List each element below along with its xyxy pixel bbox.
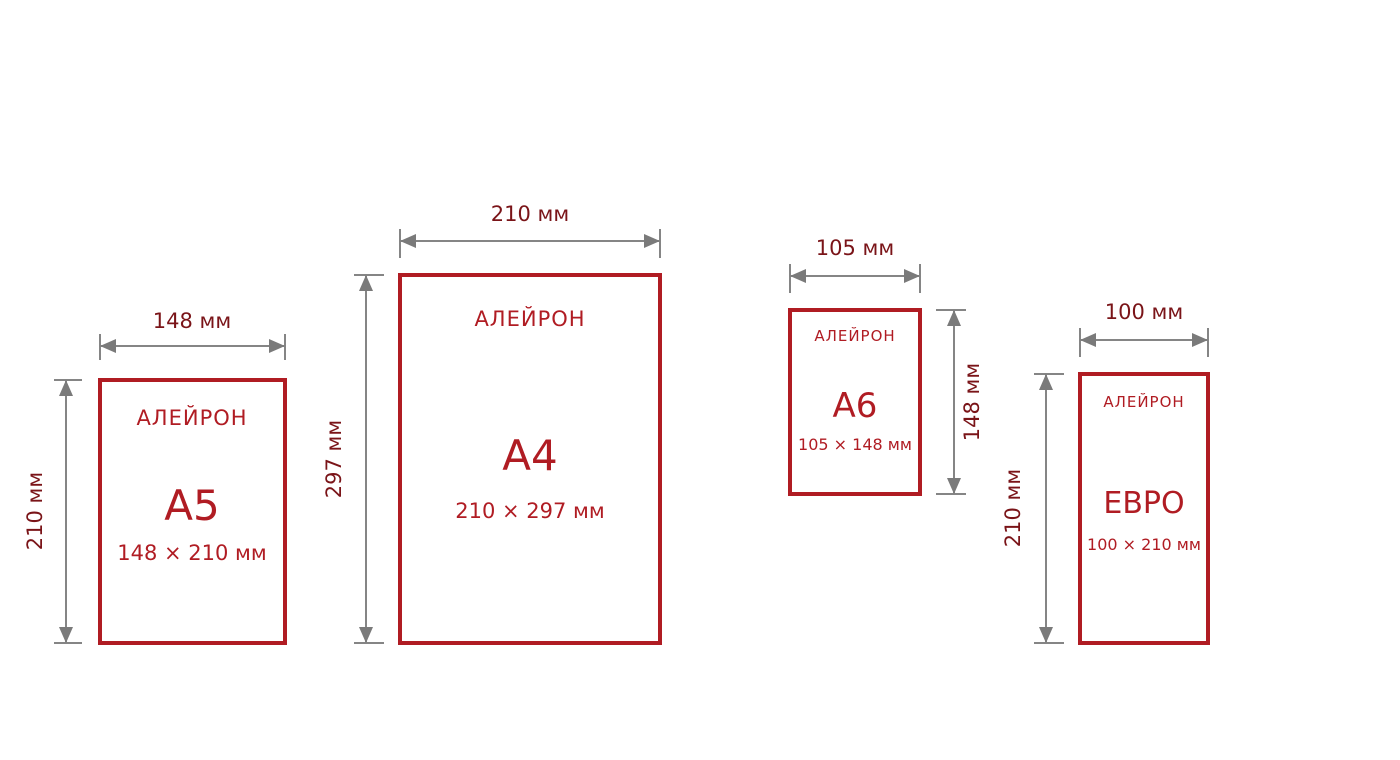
height-dimension-a4: 297 мм [322,274,384,644]
arrow-up-icon [359,275,373,291]
brand-label: АЛЕЙРОН [136,405,247,430]
width-label: 210 мм [491,202,569,226]
sheet-a4 [398,273,662,645]
arrow-left-icon [790,269,806,283]
arrow-right-icon [644,234,660,248]
arrow-up-icon [59,380,73,396]
size-label: 105 × 148 мм [798,435,912,454]
arrow-up-icon [947,310,961,326]
sheet-a5 [98,378,287,645]
width-label: 105 мм [816,236,894,260]
width-dimension-a4: 210 мм [399,202,661,258]
width-label: 100 мм [1105,300,1183,324]
format-label: ЕВРО [1103,486,1184,521]
arrow-down-icon [359,627,373,643]
sheet-a6 [788,308,922,496]
size-label: 210 × 297 мм [455,499,604,523]
arrow-right-icon [269,339,285,353]
arrow-up-icon [1039,374,1053,390]
arrow-left-icon [400,234,416,248]
brand-label: АЛЕЙРОН [474,306,585,331]
arrow-left-icon [1080,333,1096,347]
height-label: 297 мм [322,420,346,498]
width-dimension-a6: 105 мм [789,236,921,293]
arrow-down-icon [947,478,961,494]
arrow-left-icon [100,339,116,353]
height-dimension-euro: 210 мм [1001,373,1064,644]
arrow-right-icon [904,269,920,283]
height-dimension-a5: 210 мм [23,379,82,644]
arrow-down-icon [59,627,73,643]
size-label: 148 × 210 мм [117,541,266,565]
width-dimension-euro: 100 мм [1079,300,1209,357]
sheet-group-a6: 105 мм 148 мм АЛЕЙРОН А6 105 × 148 мм [788,236,984,496]
height-label: 148 мм [960,363,984,441]
sheet-group-a4: 210 мм 297 мм АЛЕЙРОН А4 210 × 297 мм [322,202,662,645]
width-dimension-a5: 148 мм [99,309,286,360]
size-label: 100 × 210 мм [1087,535,1201,554]
brand-label: АЛЕЙРОН [1103,392,1184,411]
height-label: 210 мм [23,472,47,550]
width-label: 148 мм [153,309,231,333]
format-label: А5 [164,481,219,530]
format-label: А6 [833,386,878,426]
height-label: 210 мм [1001,469,1025,547]
format-label: А4 [502,431,557,480]
height-dimension-a6: 148 мм [936,309,984,495]
sheet-group-euro: 100 мм 210 мм АЛЕЙРОН ЕВРО 100 × 210 мм [1001,300,1210,645]
brand-label: АЛЕЙРОН [814,326,895,345]
sheet-group-a5: 148 мм 210 мм АЛЕЙРОН А5 148 × 210 мм [23,309,287,645]
arrow-right-icon [1192,333,1208,347]
arrow-down-icon [1039,627,1053,643]
sheet-euro [1078,372,1210,645]
